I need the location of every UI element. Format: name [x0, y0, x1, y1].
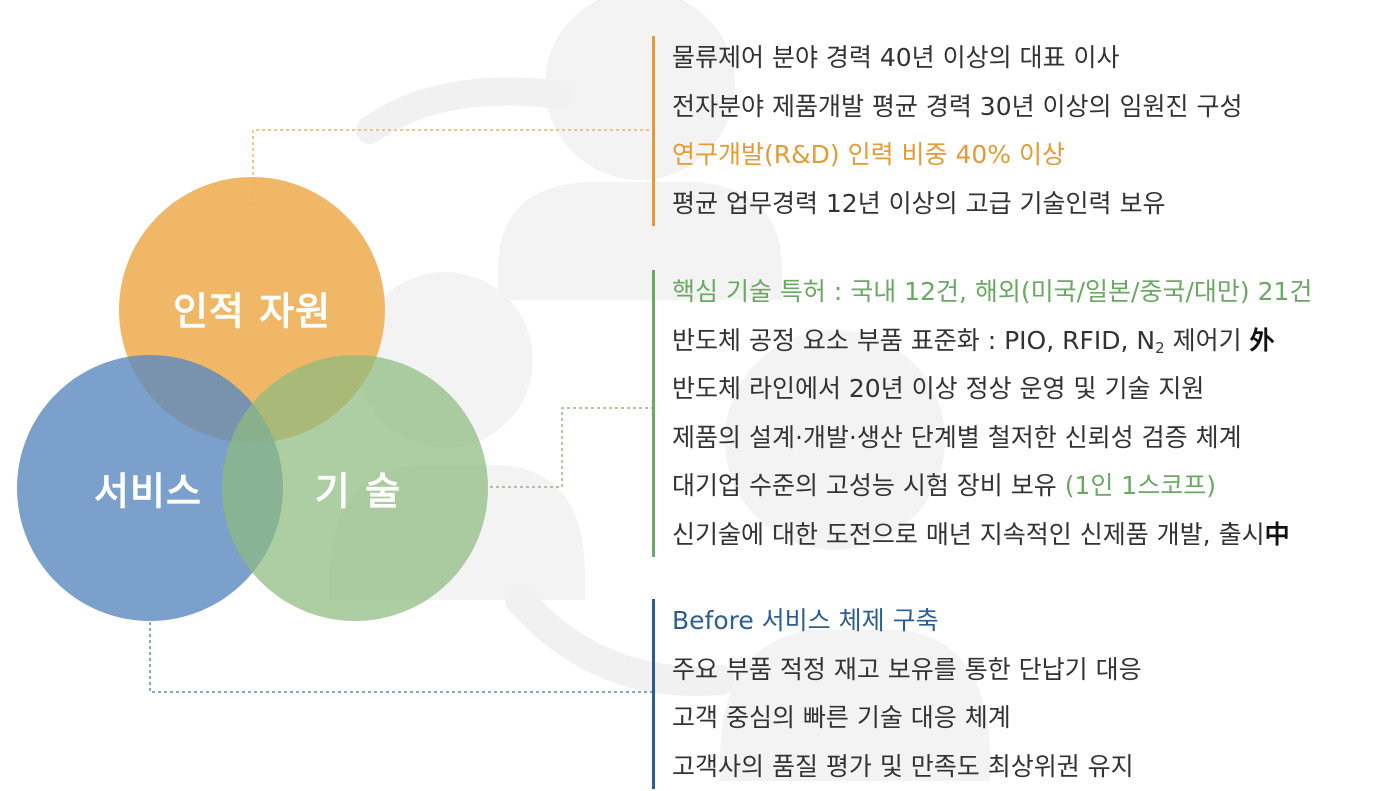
- human-line-4: 평균 업무경력 12년 이상의 고급 기술인력 보유: [672, 180, 1242, 229]
- tech-line-4: 제품의 설계·개발·생산 단계별 철저한 신뢰성 검증 체계: [672, 414, 1312, 463]
- tech-line-2-mid: 제어기: [1165, 326, 1250, 355]
- tech-line-6: 신기술에 대한 도전으로 매년 지속적인 신제품 개발, 출시中: [672, 511, 1312, 560]
- tech-line-3: 반도체 라인에서 20년 이상 정상 운영 및 기술 지원: [672, 365, 1312, 414]
- group-technology: 핵심 기술 특허 : 국내 12건, 해외(미국/일본/중국/대만) 21건 반…: [652, 268, 1312, 559]
- group-bar-human: [652, 36, 655, 226]
- human-line-2: 전자분야 제품개발 평균 경력 30년 이상의 임원진 구성: [672, 83, 1242, 132]
- label-tech: 기 술: [315, 461, 401, 516]
- tech-line-2-text: 반도체 공정 요소 부품 표준화 : PIO, RFID, N: [672, 326, 1155, 355]
- tech-line-6-text: 신기술에 대한 도전으로 매년 지속적인 신제품 개발, 출시: [672, 520, 1265, 549]
- human-line-1: 물류제어 분야 경력 40년 이상의 대표 이사: [672, 34, 1242, 83]
- service-line-1: Before 서비스 체제 구축: [672, 597, 1142, 646]
- group-bar-service: [652, 599, 655, 789]
- label-human: 인적 자원: [173, 281, 331, 336]
- tech-line-2-subscript: 2: [1155, 339, 1165, 357]
- service-line-3: 고객 중심의 빠른 기술 대응 체계: [672, 694, 1142, 743]
- service-line-2: 주요 부품 적정 재고 보유를 통한 단납기 대응: [672, 646, 1142, 695]
- tech-line-5-text: 대기업 수준의 고성능 시험 장비 보유: [672, 471, 1065, 500]
- tech-line-5: 대기업 수준의 고성능 시험 장비 보유 (1인 1스코프): [672, 462, 1312, 511]
- group-service: Before 서비스 체제 구축 주요 부품 적정 재고 보유를 통한 단납기 …: [652, 597, 1142, 791]
- tech-line-1: 핵심 기술 특허 : 국내 12건, 해외(미국/일본/중국/대만) 21건: [672, 268, 1312, 317]
- service-line-4: 고객사의 품질 평가 및 만족도 최상위권 유지: [672, 743, 1142, 791]
- tech-line-2: 반도체 공정 요소 부품 표준화 : PIO, RFID, N2 제어기 外: [672, 317, 1312, 366]
- group-bar-tech: [652, 270, 655, 557]
- human-line-3: 연구개발(R&D) 인력 비중 40% 이상: [672, 131, 1242, 180]
- tech-line-6-suffix: 中: [1265, 520, 1290, 549]
- group-human-resources: 물류제어 분야 경력 40년 이상의 대표 이사 전자분야 제품개발 평균 경력…: [652, 34, 1242, 228]
- tech-line-2-suffix: 外: [1250, 326, 1275, 355]
- label-service: 서비스: [94, 461, 202, 516]
- tech-line-5-highlight: (1인 1스코프): [1065, 471, 1216, 500]
